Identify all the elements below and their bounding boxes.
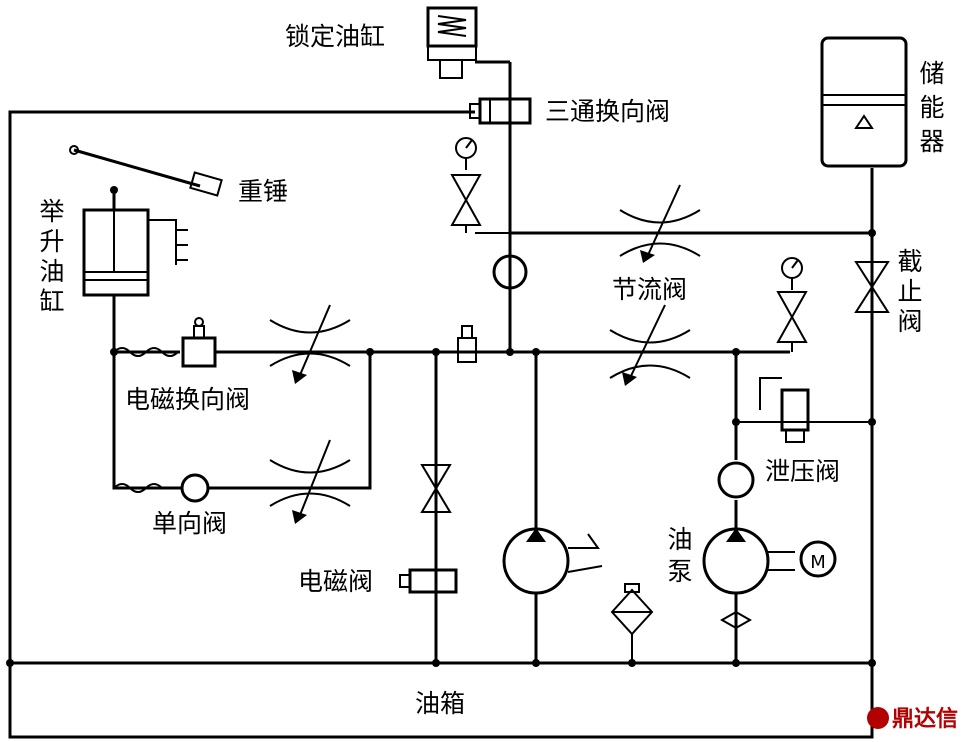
locking-cylinder-label: 锁定油缸 — [285, 22, 385, 51]
three-way-valve-label: 三通换向阀 — [545, 97, 670, 126]
counterweight — [189, 171, 223, 197]
lift-cylinder-label: 举 升 油 缸 — [39, 197, 64, 316]
shutoff-valve-upper — [450, 174, 482, 226]
throttle-valve-lower — [269, 459, 351, 507]
svg-text:油: 油 — [667, 525, 692, 554]
watermark-logo — [867, 707, 889, 729]
svg-text:止: 止 — [897, 277, 922, 306]
oil-tank — [8, 661, 874, 739]
relief-valve — [780, 388, 810, 432]
solenoid-directional-valve-label: 电磁换向阀 — [125, 385, 250, 414]
manual-valve — [420, 464, 452, 513]
check-valve-vertical — [492, 254, 528, 290]
check-valve — [180, 473, 210, 503]
shutoff-valve-right — [776, 291, 808, 343]
relief-valve-label: 泄压阀 — [765, 457, 840, 486]
throttle-valve-middle — [609, 329, 691, 379]
check-valve-branch — [112, 190, 372, 490]
svg-text:油: 油 — [39, 257, 64, 286]
stop-valve — [854, 261, 890, 313]
svg-text:泵: 泵 — [667, 557, 692, 586]
oil-tank-label: 油箱 — [415, 689, 465, 718]
svg-text:升: 升 — [39, 227, 64, 256]
cylinder-vent-lines — [148, 219, 188, 265]
check-valve-label: 单向阀 — [152, 509, 227, 538]
svg-text:器: 器 — [919, 127, 944, 156]
hand-pump-lever — [567, 533, 603, 573]
oil-pump-label: 油 泵 — [667, 525, 692, 586]
lift-cylinder — [82, 208, 150, 297]
svg-text:缸: 缸 — [39, 287, 64, 316]
solenoid-valve — [408, 568, 458, 594]
solenoid-valve-label: 电磁阀 — [298, 567, 373, 596]
svg-text:阀: 阀 — [897, 307, 922, 336]
hose-upper — [113, 347, 179, 357]
accumulator-label: 储 能 器 — [919, 59, 944, 156]
throttle-valve-left — [269, 319, 351, 367]
pump-filter — [719, 610, 753, 630]
counterweight-label: 重锤 — [238, 177, 288, 206]
return-line-left — [8, 110, 475, 663]
svg-text:举: 举 — [39, 197, 64, 226]
svg-text:储: 储 — [919, 59, 944, 88]
throttle-valve-label: 节流阀 — [612, 275, 687, 304]
junction-dots — [6, 229, 876, 667]
watermark-text: 鼎达信 — [892, 706, 958, 732]
svg-text:截: 截 — [897, 247, 922, 276]
stop-valve-label: 截 止 阀 — [897, 247, 922, 336]
check-valve-pump — [717, 461, 755, 499]
motor-icon — [799, 540, 837, 578]
three-way-valve — [478, 97, 532, 125]
small-inline-valve — [457, 337, 477, 363]
throttle-valve-upper — [619, 209, 701, 257]
counterweight-lever — [73, 148, 201, 188]
hose-lower — [113, 483, 163, 493]
svg-text:能: 能 — [919, 93, 944, 122]
svg-text:M: M — [810, 552, 826, 573]
solenoid-directional-valve — [181, 336, 217, 368]
accumulator — [820, 36, 908, 168]
